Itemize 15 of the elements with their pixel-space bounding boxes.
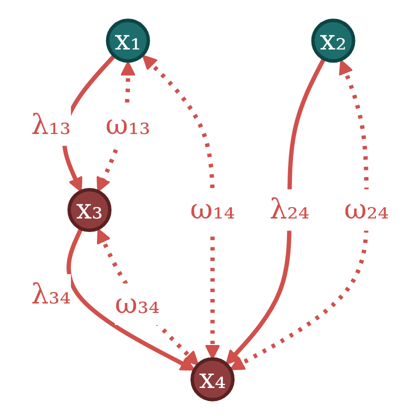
edge-label: ω₃₄: [114, 286, 160, 320]
node-circle: x₂: [311, 18, 356, 63]
node-circle: x₃: [67, 188, 112, 232]
node-circle: x₁: [106, 18, 150, 63]
edge-label: λ₃₄: [31, 278, 71, 311]
arrow: [66, 228, 196, 371]
edge-label: ω₁₃: [106, 108, 150, 141]
node-circle: x₄: [190, 357, 235, 402]
arrow: [96, 228, 199, 366]
edge-label: ω₂₄: [344, 192, 389, 226]
edge-label: λ₁₃: [31, 108, 71, 141]
arrow: [226, 58, 326, 366]
edge-label: λ₂₄: [270, 192, 310, 226]
arrow: [230, 60, 369, 370]
edge-label: ω₁₄: [190, 192, 235, 226]
